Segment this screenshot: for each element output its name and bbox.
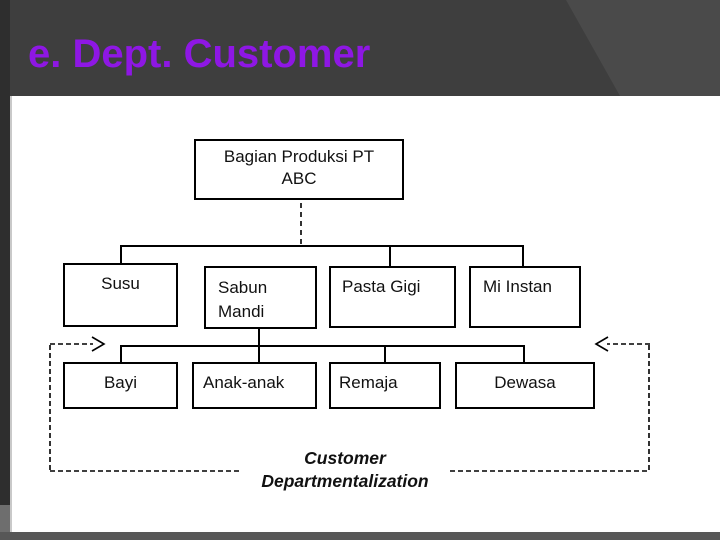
node-label: Mandi <box>218 302 265 321</box>
node-label: Bayi <box>103 373 138 392</box>
page-title: e. Dept. Customer <box>28 31 371 76</box>
node-label: Sabun <box>218 278 268 297</box>
node-dewasa: Dewasa <box>455 362 595 409</box>
node-remaja: Remaja <box>329 362 441 409</box>
node-label: Dewasa <box>494 373 556 392</box>
node-label: Bagian Produksi PT <box>223 147 375 166</box>
node-susu: Susu <box>63 263 178 327</box>
left-edge-strip-lower <box>0 505 10 540</box>
node-label: Mi Instan <box>483 277 552 296</box>
chart-caption: Customer Departmentalization <box>240 446 450 495</box>
arrow-left-icon <box>594 336 650 352</box>
caption-line: Departmentalization <box>261 471 429 491</box>
node-label: Remaja <box>339 373 398 392</box>
node-label: Pasta Gigi <box>342 277 421 296</box>
slide-header <box>10 0 720 96</box>
caption-line: Customer <box>304 448 386 468</box>
node-pasta-gigi: Pasta Gigi <box>329 266 456 328</box>
node-label: Anak-anak <box>203 373 285 392</box>
content-left-border <box>10 96 12 532</box>
node-label: ABC <box>281 169 317 188</box>
arrow-right-icon <box>50 336 106 352</box>
node-mi-instan: Mi Instan <box>469 266 581 328</box>
node-bagian-produksi: Bagian Produksi PT ABC <box>194 139 404 200</box>
node-anak-anak: Anak-anak <box>192 362 317 409</box>
node-bayi: Bayi <box>63 362 178 409</box>
bottom-bar <box>0 532 720 540</box>
node-sabun-mandi: Sabun Mandi <box>204 266 317 329</box>
left-edge-strip <box>0 0 10 505</box>
node-label: Susu <box>101 274 140 293</box>
